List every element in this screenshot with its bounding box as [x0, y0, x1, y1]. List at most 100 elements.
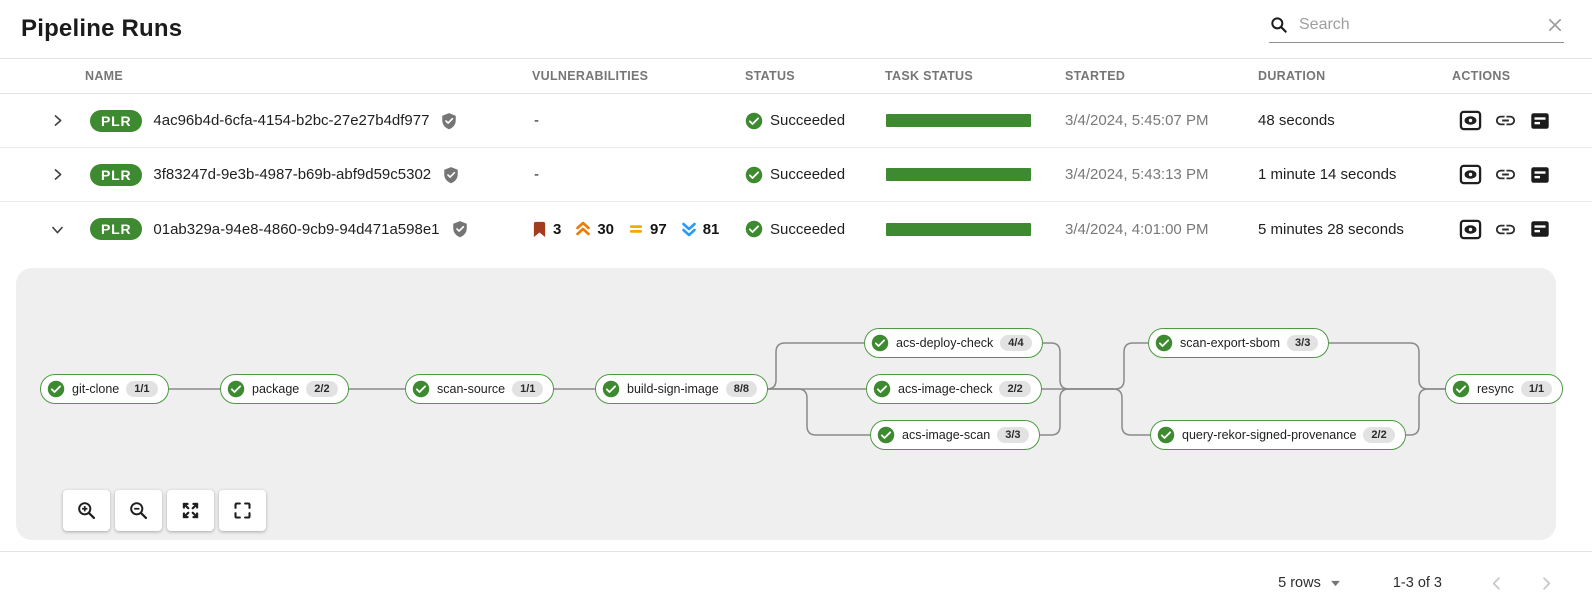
task-success-icon: [1452, 380, 1470, 398]
pipeline-task-node[interactable]: acs-image-check 2/2: [866, 374, 1042, 404]
column-header-started: STARTED: [1065, 69, 1126, 83]
pipeline-task-node[interactable]: acs-image-scan 3/3: [870, 420, 1040, 450]
status-label: Succeeded: [770, 112, 846, 129]
zoom-out-button[interactable]: [115, 490, 162, 531]
table-row: PLR 01ab329a-94e8-4860-9cb9-94d471a598e1…: [0, 202, 1592, 256]
low-severity: 81: [681, 221, 719, 238]
rows-per-page-label: 5 rows: [1278, 575, 1321, 591]
pipeline-run-name: 3f83247d-9e3b-4987-b69b-abf9d59c5302: [153, 166, 432, 183]
started-timestamp: 3/4/2024, 4:01:00 PM: [1065, 220, 1209, 238]
next-page-button[interactable]: [1532, 569, 1560, 597]
pipeline-task-node[interactable]: scan-source 1/1: [405, 374, 555, 404]
copy-link-button[interactable]: [1493, 217, 1517, 241]
view-logs-button[interactable]: [1528, 163, 1552, 187]
link-icon: [1495, 169, 1515, 180]
duration-value: 48 seconds: [1258, 112, 1335, 129]
chevron-right-icon: [53, 168, 61, 181]
signed-shield-icon: [442, 112, 457, 129]
task-steps-badge: 2/2: [1363, 427, 1395, 443]
task-success-icon: [877, 426, 895, 444]
table-header-row: NAME VULNERABILITIES STATUS TASK STATUS …: [0, 58, 1592, 94]
output-icon: [1459, 110, 1481, 131]
copy-link-button[interactable]: [1493, 109, 1517, 133]
task-steps-badge: 1/1: [126, 381, 158, 397]
zoom-in-button[interactable]: [63, 490, 110, 531]
critical-severity: 3: [532, 221, 561, 238]
low-severity-icon: [681, 222, 696, 237]
fit-to-screen-icon: [182, 502, 199, 519]
task-success-icon: [1157, 426, 1175, 444]
zoom-out-icon: [130, 502, 148, 520]
plr-badge: PLR: [90, 163, 143, 186]
started-timestamp: 3/4/2024, 5:43:13 PM: [1065, 166, 1209, 183]
task-steps-badge: 8/8: [725, 381, 758, 397]
task-steps-badge: 2/2: [999, 381, 1031, 397]
critical-severity-icon: [533, 221, 546, 237]
status-label: Succeeded: [770, 166, 846, 183]
column-header-duration: DURATION: [1258, 69, 1326, 83]
search-icon: [1271, 17, 1287, 33]
view-output-button[interactable]: [1458, 109, 1482, 133]
logs-icon: [1531, 166, 1549, 183]
clear-search-icon[interactable]: [1546, 16, 1564, 34]
task-status-bar: [886, 168, 1031, 181]
task-steps-badge: 1/1: [1520, 381, 1553, 397]
search-field[interactable]: [1269, 15, 1564, 43]
logs-icon: [1531, 112, 1549, 129]
previous-page-button[interactable]: [1482, 569, 1510, 597]
logs-icon: [1531, 221, 1549, 237]
high-severity: 30: [575, 221, 614, 238]
pipeline-task-node[interactable]: build-sign-image 8/8: [595, 374, 769, 404]
reset-view-icon: [234, 502, 251, 519]
medium-severity: 97: [628, 221, 667, 238]
pipeline-task-node[interactable]: package 2/2: [220, 374, 349, 404]
vulnerabilities-value: -: [534, 112, 539, 129]
pipeline-task-node[interactable]: acs-deploy-check 4/4: [864, 328, 1043, 358]
pipeline-graph-panel: git-clone 1/1 package 2/2 scan-source 1/…: [16, 268, 1564, 540]
view-logs-button[interactable]: [1528, 217, 1552, 241]
expand-row-button[interactable]: [43, 161, 71, 189]
page-title: Pipeline Runs: [21, 15, 183, 42]
task-steps-badge: 1/1: [512, 381, 544, 397]
rows-per-page-select[interactable]: 5 rows: [1278, 575, 1341, 591]
succeeded-check-icon: [745, 220, 763, 238]
task-steps-badge: 3/3: [997, 427, 1029, 443]
view-output-button[interactable]: [1458, 217, 1482, 241]
task-status-bar: [886, 114, 1031, 127]
pipeline-task-node[interactable]: scan-export-sbom 3/3: [1148, 328, 1330, 358]
table-bottom-border: [0, 540, 1592, 552]
search-input[interactable]: [1299, 16, 1536, 34]
task-success-icon: [871, 334, 889, 352]
view-logs-button[interactable]: [1528, 109, 1552, 133]
column-header-vulnerabilities: VULNERABILITIES: [532, 69, 649, 83]
table-row: PLR 3f83247d-9e3b-4987-b69b-abf9d59c5302…: [0, 148, 1592, 202]
pipeline-task-node[interactable]: query-rekor-signed-provenance 2/2: [1150, 420, 1406, 450]
status-label: Succeeded: [770, 220, 846, 238]
view-output-button[interactable]: [1458, 163, 1482, 187]
signed-shield-icon: [452, 221, 467, 238]
started-timestamp: 3/4/2024, 5:45:07 PM: [1065, 112, 1209, 129]
reset-view-button[interactable]: [219, 490, 266, 531]
output-icon: [1459, 164, 1481, 185]
pagination-bar: 5 rows 1-3 of 3: [0, 552, 1592, 604]
task-success-icon: [227, 380, 245, 398]
fit-to-screen-button[interactable]: [167, 490, 214, 531]
link-icon: [1495, 224, 1515, 234]
copy-link-button[interactable]: [1493, 163, 1517, 187]
pipeline-run-name: 01ab329a-94e8-4860-9cb9-94d471a598e1: [153, 220, 440, 238]
top-bar: Pipeline Runs: [0, 0, 1592, 58]
chevron-down-icon: [51, 225, 63, 233]
column-header-actions: ACTIONS: [1452, 69, 1511, 83]
plr-badge: PLR: [90, 218, 143, 240]
expand-row-button[interactable]: [43, 107, 71, 135]
pipeline-task-node[interactable]: resync 1/1: [1445, 374, 1564, 404]
pipeline-task-node[interactable]: git-clone 1/1: [40, 374, 169, 404]
task-steps-badge: 2/2: [306, 381, 338, 397]
link-icon: [1495, 115, 1515, 126]
collapse-row-button[interactable]: [43, 215, 71, 243]
task-steps-badge: 4/4: [1000, 335, 1032, 351]
zoom-in-icon: [78, 502, 96, 520]
signed-shield-icon: [444, 166, 458, 183]
task-steps-badge: 3/3: [1287, 335, 1319, 351]
duration-value: 5 minutes 28 seconds: [1258, 220, 1404, 238]
